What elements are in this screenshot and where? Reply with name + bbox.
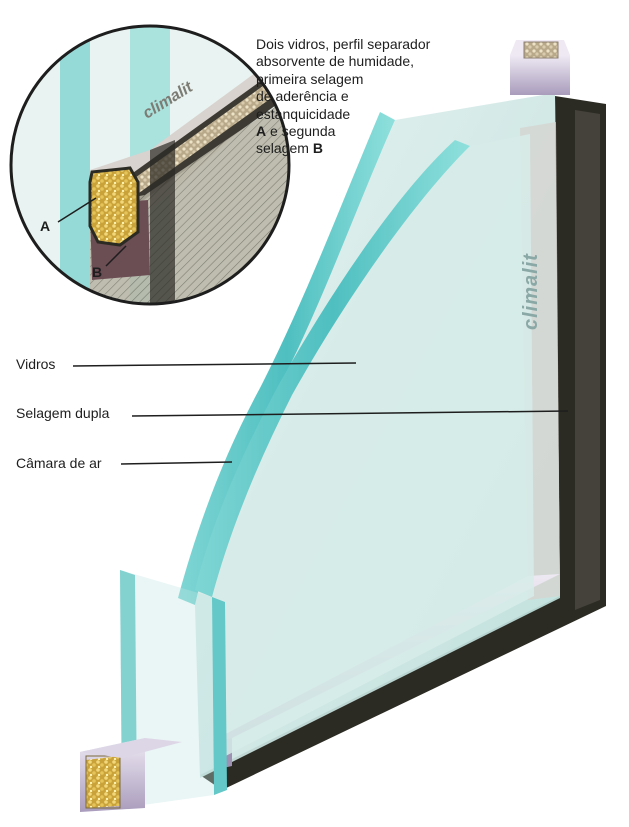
inset-marker-b: B <box>92 264 103 280</box>
label-glass: Vidros <box>16 356 56 372</box>
top-spacer-block <box>510 40 570 95</box>
outer-seal-frame <box>200 96 606 790</box>
inset-marker-a: A <box>40 218 51 234</box>
caption-marker-b: B <box>312 140 323 157</box>
pane-brand-text: climalit <box>520 253 542 330</box>
leader-air-chamber <box>120 461 233 465</box>
caption-line-1: Dois vidros, perfil separador <box>256 36 431 52</box>
inset-leader-a <box>57 197 97 223</box>
caption-line-2: absorvente de humidade, <box>256 53 414 70</box>
caption-line-4: de aderência e <box>256 88 349 105</box>
label-double-seal: Selagem dupla <box>16 405 110 421</box>
bottom-spacer-block <box>80 738 182 812</box>
inset-detail <box>9 24 291 306</box>
caption-line-5: estanquicidade <box>256 105 351 122</box>
caption-line-7: selagem B <box>256 140 486 157</box>
caption-marker-a: A <box>256 123 267 140</box>
leader-lines <box>72 362 569 465</box>
leader-glass <box>72 362 357 367</box>
caption-line-3: primeira selagem <box>256 70 364 87</box>
label-air-chamber: Câmara de ar <box>16 455 102 471</box>
caption-line-6: A e segunda <box>256 123 486 140</box>
leader-double-seal <box>131 410 569 417</box>
inset-leader-b <box>105 245 127 267</box>
caption: Dois vidros, perfil separador absorvente… <box>256 36 486 158</box>
caption-line-7-start: selagem <box>256 140 313 157</box>
caption-line-6-rest: e segunda <box>266 123 336 140</box>
